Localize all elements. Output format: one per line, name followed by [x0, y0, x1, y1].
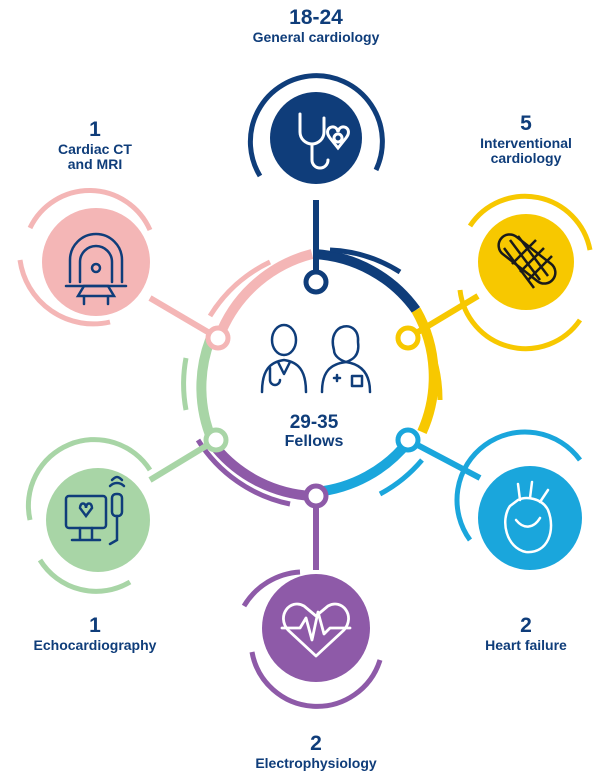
stethoscope-heart-icon: [298, 112, 350, 170]
connectors: [148, 200, 482, 570]
label-general-cardiology: 18-24 General cardiology: [206, 6, 426, 45]
node-electrophysiology: [241, 569, 383, 709]
center-title: Fellows: [284, 433, 344, 451]
label-interventional-cardiology: 5 Interventional cardiology: [456, 112, 596, 167]
joint-dots: [203, 269, 421, 509]
label-electrophysiology: 2 Electrophysiology: [206, 732, 426, 771]
name-general-cardiology: General cardiology: [252, 28, 380, 45]
name-electrophysiology: Electrophysiology: [255, 754, 377, 771]
node-heart-failure: [454, 429, 583, 570]
label-echocardiography: 1 Echocardiography: [0, 614, 190, 653]
name-echocardiography: Echocardiography: [33, 636, 157, 653]
doctors-icon: [260, 323, 372, 394]
node-cardiac-ct-mri: [17, 188, 153, 327]
count-general-cardiology: 18-24: [289, 6, 343, 29]
count-electrophysiology: 2: [310, 732, 322, 755]
label-heart-failure: 2 Heart failure: [456, 614, 596, 653]
heart-ecg-icon: [280, 602, 352, 658]
name-cardiac-ct-mri: Cardiac CT and MRI: [58, 140, 132, 173]
label-cardiac-ct-mri: 1 Cardiac CT and MRI: [30, 118, 160, 173]
mri-scanner-icon: [64, 232, 128, 306]
count-heart-failure: 2: [520, 614, 532, 637]
stent-icon: [497, 233, 557, 289]
node-echocardiography: [25, 437, 153, 594]
count-cardiac-ct-mri: 1: [89, 118, 101, 141]
center-count: 29-35: [289, 412, 339, 433]
ultrasound-monitor-icon: [64, 475, 126, 546]
name-interventional-cardiology: Interventional cardiology: [480, 134, 572, 167]
center-ring: [181, 247, 443, 507]
count-echocardiography: 1: [89, 614, 101, 637]
count-interventional-cardiology: 5: [520, 112, 532, 135]
node-interventional-cardiology: [457, 193, 593, 352]
heart-organ-icon: [504, 480, 553, 554]
name-heart-failure: Heart failure: [485, 636, 567, 653]
node-general-cardiology: [247, 73, 385, 184]
center-label: 29-35 Fellows: [244, 412, 384, 451]
